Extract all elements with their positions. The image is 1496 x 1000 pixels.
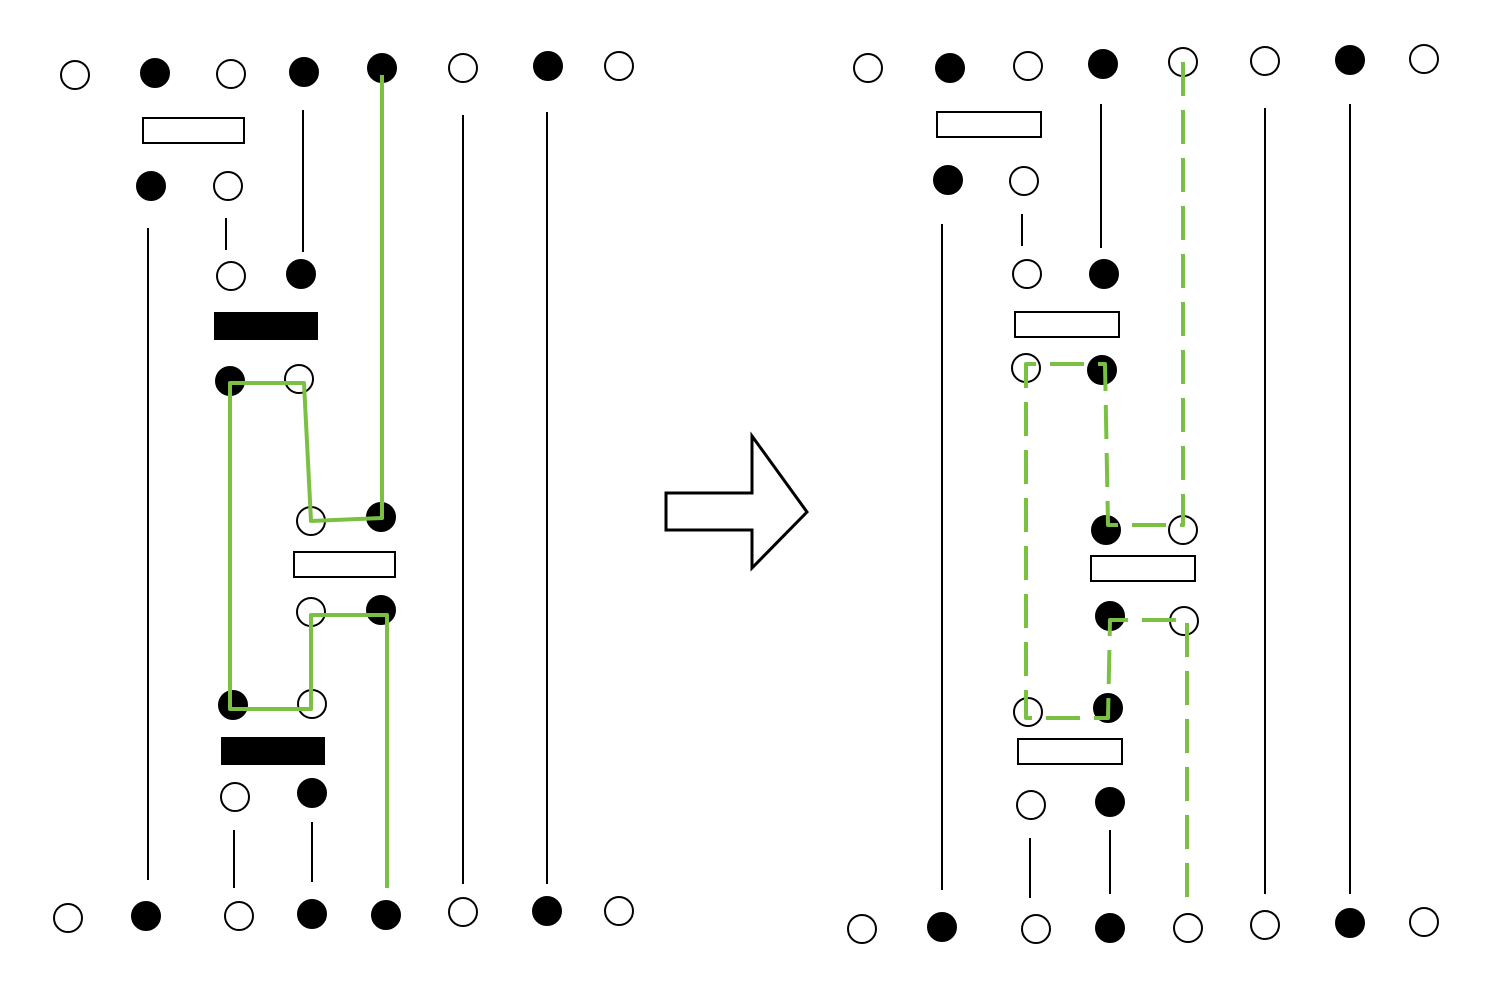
- right-open-node: [1016, 790, 1046, 820]
- right-panel: [847, 44, 1439, 944]
- left-filled-node: [136, 171, 166, 201]
- left-filled-node: [297, 778, 327, 808]
- left-bottom-open-node: [224, 901, 254, 931]
- right-arrow-icon: [664, 431, 809, 572]
- right-bottom-open-node: [1250, 910, 1280, 940]
- left-top-open-node: [216, 59, 246, 89]
- right-top-filled-node: [1335, 45, 1365, 75]
- left-top-open-node: [604, 51, 634, 81]
- right-top-filled-node: [935, 53, 965, 83]
- transform-arrow: [664, 431, 809, 572]
- left-top-filled-node: [533, 51, 563, 81]
- right-bottom-filled-node: [1335, 908, 1365, 938]
- left-open-node: [220, 782, 250, 812]
- right-filled-node: [1095, 787, 1125, 817]
- left-bottom-open-node: [448, 897, 478, 927]
- left-panel: [53, 51, 634, 933]
- left-top-filled-node: [140, 58, 170, 88]
- right-open-node: [1012, 259, 1042, 289]
- left-bottom-open-node: [53, 903, 83, 933]
- left-bottom-filled-node: [371, 900, 401, 930]
- left-top-open-node: [60, 60, 90, 90]
- right-open-block: [1090, 555, 1196, 582]
- left-open-node: [216, 261, 246, 291]
- left-filled-block: [214, 312, 318, 340]
- right-bottom-open-node: [847, 914, 877, 944]
- left-bottom-filled-node: [297, 899, 327, 929]
- right-top-filled-node: [1088, 49, 1118, 79]
- left-solid-path: [228, 75, 389, 888]
- right-bottom-filled-node: [1095, 913, 1125, 943]
- right-dashed-path: [1024, 62, 1189, 898]
- right-open-block: [1014, 311, 1120, 338]
- left-open-node: [213, 171, 243, 201]
- right-filled-node: [1087, 355, 1117, 385]
- left-bottom-filled-node: [532, 896, 562, 926]
- right-top-open-node: [1409, 44, 1439, 74]
- right-bottom-open-node: [1409, 907, 1439, 937]
- right-open-block: [936, 111, 1042, 138]
- left-top-open-node: [448, 53, 478, 83]
- left-bottom-filled-node: [131, 901, 161, 931]
- left-filled-node: [286, 259, 316, 289]
- left-filled-node: [366, 595, 396, 625]
- right-filled-node: [1089, 259, 1119, 289]
- right-open-block: [1017, 738, 1123, 765]
- left-open-block: [142, 117, 245, 144]
- right-bottom-open-node: [1173, 913, 1203, 943]
- right-open-node: [1009, 166, 1039, 196]
- left-open-node: [284, 364, 314, 394]
- left-bottom-open-node: [604, 896, 634, 926]
- right-bottom-open-node: [1021, 914, 1051, 944]
- right-top-open-node: [1013, 51, 1043, 81]
- left-top-filled-node: [289, 57, 319, 87]
- right-bottom-filled-node: [927, 912, 957, 942]
- right-filled-node: [933, 165, 963, 195]
- left-filled-block: [221, 737, 325, 765]
- left-filled-node: [218, 690, 248, 720]
- right-top-open-node: [1250, 46, 1280, 76]
- left-open-block: [293, 551, 396, 578]
- right-top-open-node: [853, 53, 883, 83]
